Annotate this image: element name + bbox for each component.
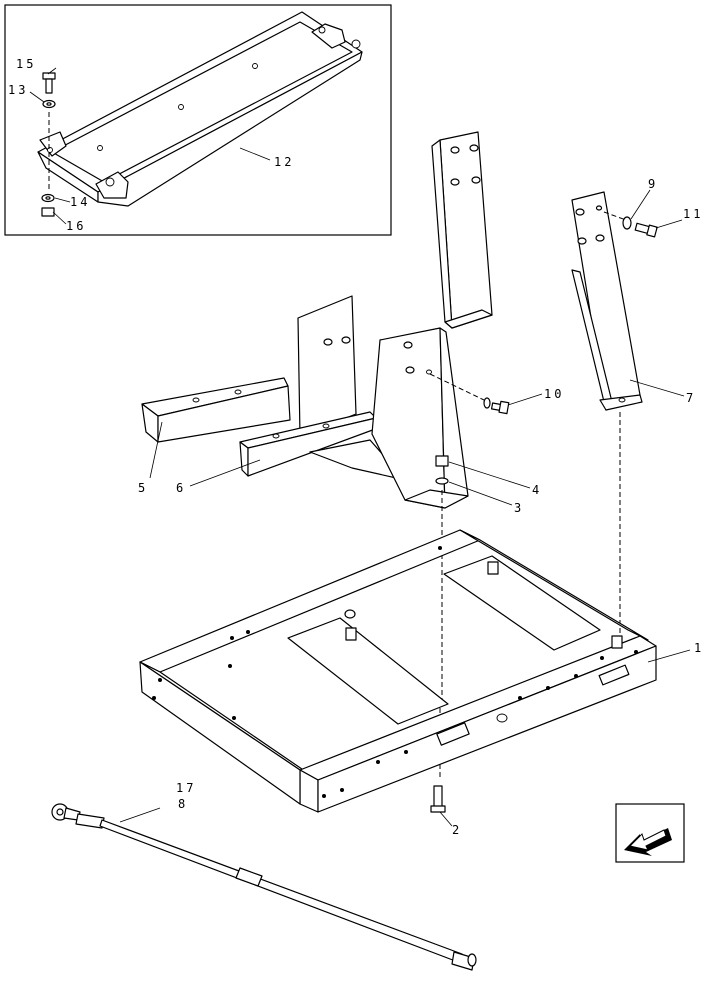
callout-9: 9 <box>648 177 658 191</box>
callout-1: 1 <box>694 641 704 655</box>
washer-10 <box>483 397 491 409</box>
callout-6: 6 <box>176 481 186 495</box>
battery-cable <box>51 803 477 971</box>
callout-10: 10 <box>544 387 564 401</box>
callout-12: 12 <box>274 155 294 169</box>
bracket-5 <box>141 295 357 443</box>
frame-1 <box>139 529 657 813</box>
bolt-10 <box>490 400 510 415</box>
washer-3 <box>435 477 449 485</box>
washer-9 <box>622 216 632 230</box>
inset-detail: 15 13 12 14 16 <box>4 4 392 236</box>
callout-16: 16 <box>66 219 86 233</box>
bolt-11 <box>634 222 658 238</box>
battery-tray <box>37 11 363 207</box>
callout-17: 17 <box>176 781 196 795</box>
callout-2: 2 <box>452 823 462 837</box>
arrow-icon[interactable] <box>615 803 685 863</box>
callout-7: 7 <box>686 391 696 405</box>
callout-3: 3 <box>514 501 524 515</box>
callout-4: 4 <box>532 483 542 497</box>
callout-8: 8 <box>178 797 188 811</box>
bracket-7 <box>571 191 643 411</box>
upper-bracket <box>431 131 493 329</box>
bolt-2 <box>430 785 446 813</box>
callout-15: 15 <box>16 57 36 71</box>
nut-16 <box>41 207 55 217</box>
callout-11: 11 <box>683 207 703 221</box>
callout-5: 5 <box>138 481 148 495</box>
callout-13: 13 <box>8 83 28 97</box>
nut-4 <box>435 455 449 467</box>
callout-14: 14 <box>70 195 90 209</box>
bolt-15 <box>42 72 56 94</box>
